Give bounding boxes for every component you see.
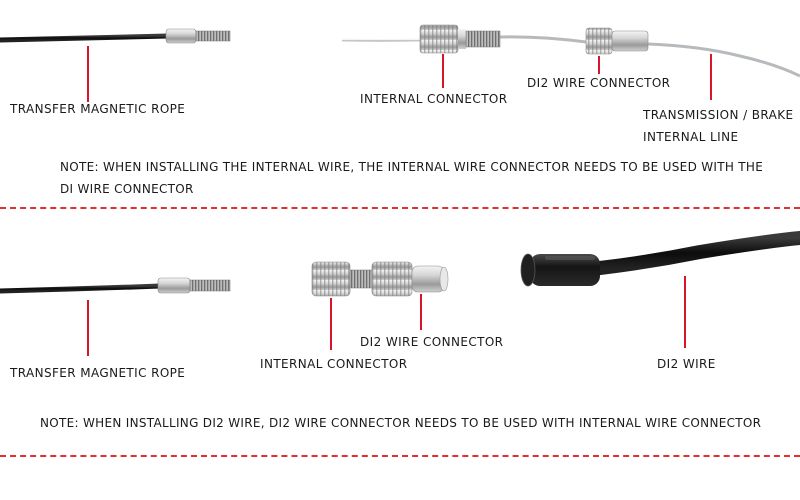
label-transfer-rope-top: TRANSFER MAGNETIC ROPE xyxy=(10,102,186,116)
internal-steel-wire xyxy=(341,35,800,78)
label-di2-wire: DI2 WIRE xyxy=(657,357,716,371)
section-divider-top xyxy=(0,207,800,209)
magnetic-rope-top xyxy=(0,28,231,44)
label-transfer-rope-bottom: TRANSFER MAGNETIC ROPE xyxy=(10,366,186,380)
di2-connector-top xyxy=(585,27,649,55)
label-di2-connector-top: DI2 WIRE CONNECTOR xyxy=(527,76,671,90)
note-bottom: NOTE: WHEN INSTALLING DI2 WIRE, DI2 WIRE… xyxy=(40,416,762,430)
internal-connector-top xyxy=(419,24,501,54)
note-top-line-1: NOTE: WHEN INSTALLING THE INTERNAL WIRE,… xyxy=(60,160,764,174)
note-top-line-2: DI WIRE CONNECTOR xyxy=(60,182,194,196)
leader-line-transfer-rope-top xyxy=(87,46,89,102)
label-transmission-line-1: TRANSMISSION / BRAKE xyxy=(643,108,794,122)
di2-wire-bottom xyxy=(520,231,800,287)
leader-line-di2-connector-bottom xyxy=(420,294,422,330)
leader-line-internal-connector-bottom xyxy=(330,298,332,350)
leader-line-di2-connector-top xyxy=(598,56,600,74)
label-transmission-line-2: INTERNAL LINE xyxy=(643,130,739,144)
leader-line-di2-wire xyxy=(684,276,686,348)
leader-line-internal-connector-top xyxy=(442,54,444,88)
label-internal-connector-bottom: INTERNAL CONNECTOR xyxy=(260,357,408,371)
leader-line-transmission-line xyxy=(710,54,712,100)
magnetic-rope-bottom xyxy=(0,277,231,294)
section-divider-bottom xyxy=(0,455,800,457)
assembled-connector-bottom xyxy=(311,261,449,297)
leader-line-transfer-rope-bottom xyxy=(87,300,89,356)
label-di2-connector-bottom: DI2 WIRE CONNECTOR xyxy=(360,335,504,349)
label-internal-connector-top: INTERNAL CONNECTOR xyxy=(360,92,508,106)
